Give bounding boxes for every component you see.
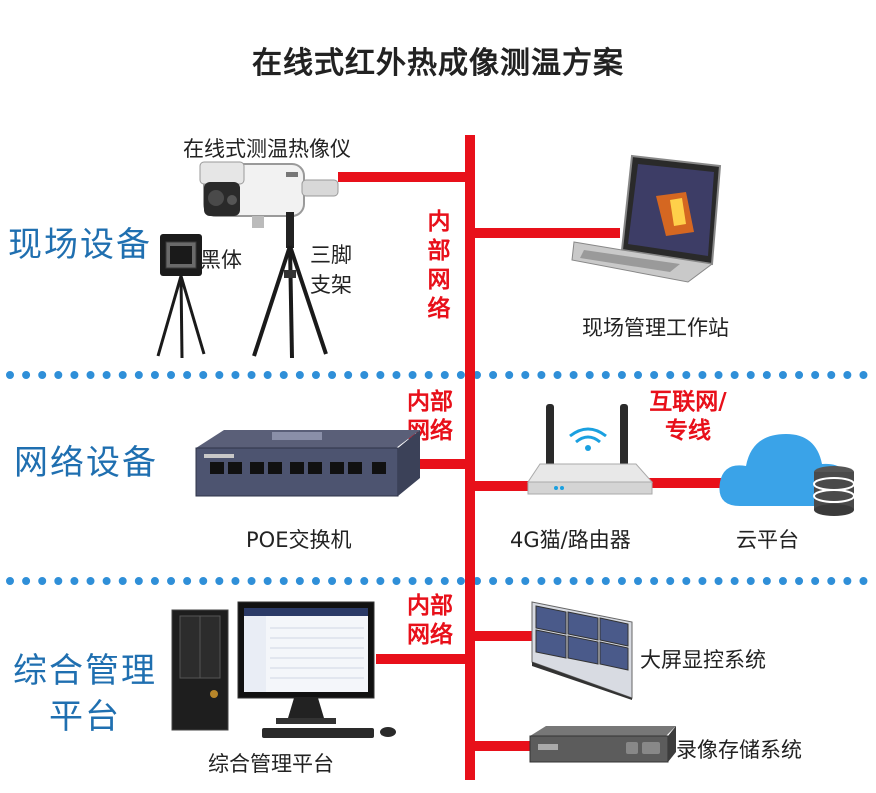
label-nvr: 录像存储系统 xyxy=(676,738,802,762)
blackbody-icon xyxy=(156,234,206,359)
divider-top xyxy=(6,371,868,379)
network-backbone xyxy=(465,135,475,780)
link-cloud xyxy=(648,478,728,488)
section-management-platform: 综合管理 平台 xyxy=(12,648,158,740)
label-internal-network-1: 内 部 网 络 xyxy=(427,209,451,322)
label-internet-dedicated-line: 互联网/ 专线 xyxy=(649,389,727,444)
label-poe-switch: POE交换机 xyxy=(246,528,352,552)
label-video-wall: 大屏显控系统 xyxy=(640,648,766,672)
label-workstation: 现场管理工作站 xyxy=(582,316,729,340)
section-site-devices: 现场设备 xyxy=(8,225,152,265)
label-thermal-camera: 在线式测温热像仪 xyxy=(183,137,351,161)
section-platform-line1: 综合管理 xyxy=(13,651,157,691)
diagram-title: 在线式红外热成像测温方案 xyxy=(252,46,624,81)
monitor-icon xyxy=(237,601,396,738)
link-video-wall xyxy=(470,631,532,641)
laptop-workstation-icon xyxy=(571,154,722,283)
label-internal-network-3: 内部 网络 xyxy=(407,593,453,648)
link-camera xyxy=(338,172,470,182)
link-nvr xyxy=(470,741,532,751)
cloud-platform-icon xyxy=(719,434,855,516)
video-wall-icon xyxy=(531,601,633,700)
label-router: 4G猫/路由器 xyxy=(510,528,631,552)
nvr-icon xyxy=(529,726,676,763)
link-switch xyxy=(410,459,470,469)
label-mgmt-platform: 综合管理平台 xyxy=(208,752,334,776)
link-router xyxy=(470,481,534,491)
router-icon xyxy=(527,404,654,495)
thermal-camera-icon xyxy=(199,161,339,228)
poe-switch-icon xyxy=(195,430,420,497)
section-network-devices: 网络设备 xyxy=(14,443,158,483)
label-tripod: 三脚 支架 xyxy=(310,243,352,297)
label-cloud-platform: 云平台 xyxy=(736,528,799,552)
link-workstation xyxy=(470,228,620,238)
label-blackbody: 黑体 xyxy=(200,248,242,272)
link-mgmt-platform xyxy=(376,654,470,664)
tripod-icon xyxy=(252,212,328,359)
divider-bottom xyxy=(6,577,868,585)
section-platform-line2: 平台 xyxy=(49,697,121,737)
pc-tower-icon xyxy=(171,609,229,731)
